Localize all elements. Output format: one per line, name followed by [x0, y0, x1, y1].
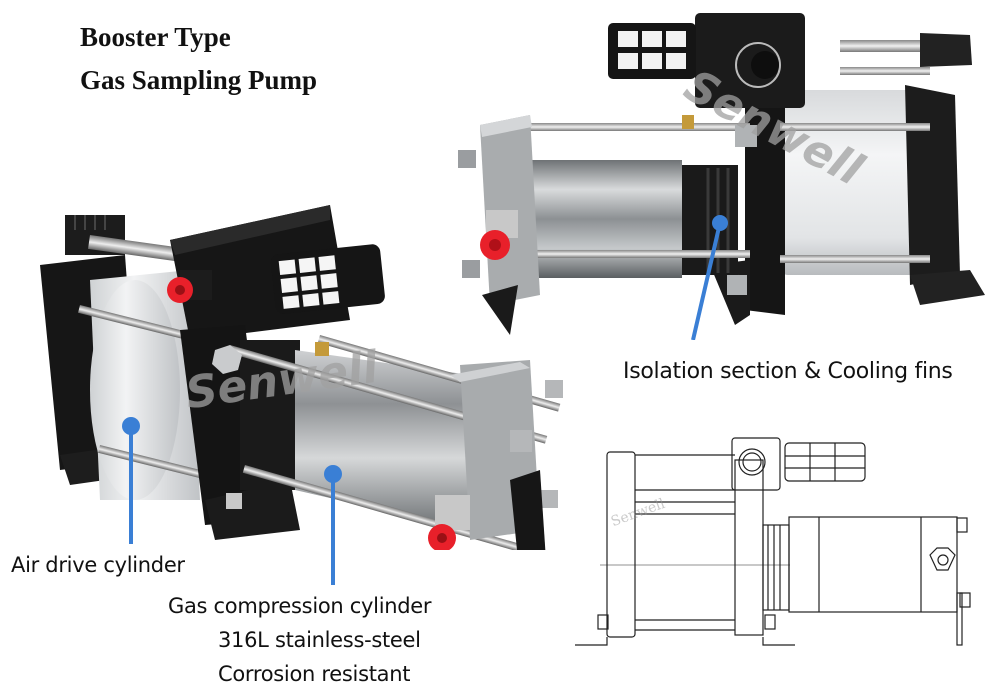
- product-title: Booster Type Gas Sampling Pump: [80, 16, 317, 102]
- caption-gas-compression-cylinder: Gas compression cylinder: [168, 594, 432, 618]
- caption-isolation-section: Isolation section & Cooling fins: [623, 359, 953, 384]
- title-line-2: Gas Sampling Pump: [80, 65, 318, 95]
- pump-photo-bottom-left: [40, 205, 563, 550]
- pump-photo-top-right: [458, 13, 985, 340]
- callout-line-isolation: [691, 222, 722, 340]
- caption-corrosion: Corrosion resistant: [218, 662, 411, 686]
- caption-material: 316L stainless-steel: [218, 628, 421, 652]
- title-line-1: Booster Type: [80, 22, 231, 52]
- callout-line-gas-compression: [331, 545, 335, 585]
- caption-air-drive-cylinder: Air drive cylinder: [11, 553, 185, 577]
- technical-line-drawing: [575, 437, 971, 646]
